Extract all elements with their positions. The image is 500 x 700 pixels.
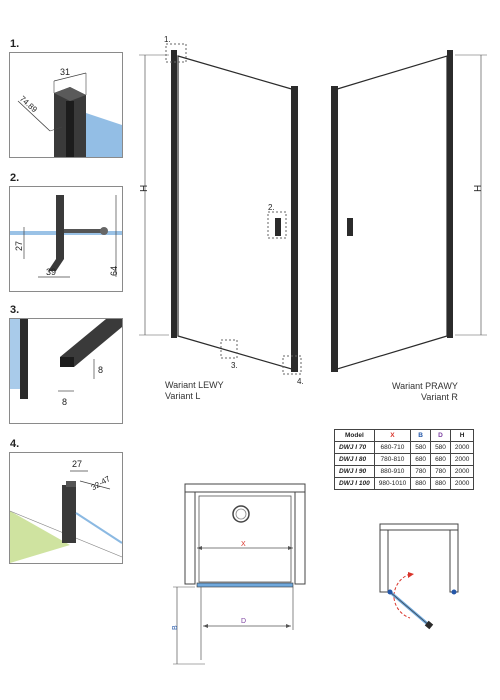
header-model: Model — [334, 429, 375, 442]
variant-right-line1: Wariant PRAWY — [392, 381, 458, 391]
detail-4-dim-b: 32-47 — [90, 474, 113, 492]
variant-right-caption: Wariant PRAWY Variant R — [392, 381, 458, 403]
elevations: H 1. 2. 3. 4. H — [139, 35, 487, 386]
detail-3-panel: 8 8 — [9, 318, 123, 424]
cell-b: 880 — [410, 477, 432, 490]
cell-b: 580 — [410, 441, 432, 454]
shower-tray — [198, 495, 292, 583]
right-height-label: H — [473, 185, 484, 192]
detail-2-dim-c: 64 — [109, 266, 119, 276]
left-wall-profile — [171, 50, 177, 338]
detail-2-panel: 27 39 64 — [9, 186, 123, 292]
callout-box-1 — [165, 43, 187, 63]
table-header-row: Model X B D H — [334, 429, 475, 442]
right-wall-profile — [447, 50, 453, 338]
callout-box-3 — [220, 339, 238, 359]
cell-x: 780-810 — [373, 453, 412, 466]
cell-x: 980-1010 — [373, 477, 412, 490]
detail-3-number: 3. — [10, 304, 20, 316]
variant-left-line1: Wariant LEWY — [165, 380, 224, 390]
cell-d: 680 — [430, 453, 451, 466]
header-b: B — [410, 429, 432, 442]
detail-2-number: 2. — [10, 172, 20, 184]
detail-1-panel: 31 74.89 — [9, 52, 123, 158]
detail-4-drawing: 27 32-47 — [10, 459, 122, 563]
plan-label-d: D — [241, 618, 246, 625]
detail-1-number: 1. — [10, 38, 20, 50]
plan-door — [196, 582, 294, 588]
door-swing-diagram — [379, 523, 459, 630]
cell-b: 680 — [410, 453, 432, 466]
plan-label-b: B — [172, 625, 179, 630]
swing-arrow-icon — [408, 572, 414, 578]
cell-d: 780 — [430, 465, 451, 478]
callout-label-3: 3. — [231, 361, 238, 370]
callout-label-2: 2. — [268, 203, 275, 212]
detail-2-dim-b: 39 — [46, 267, 56, 277]
right-door-panel — [333, 55, 448, 371]
left-door-panel — [177, 55, 296, 371]
table-row: DWJ I 70 680-710 580 580 2000 — [334, 441, 475, 454]
variant-left-caption: Wariant LEWY Variant L — [165, 380, 224, 402]
variant-left-line2: Variant L — [165, 391, 201, 401]
callout-box-2 — [267, 211, 287, 239]
header-d: D — [430, 429, 451, 442]
callout-label-1: 1. — [164, 35, 171, 44]
right-door-edge — [331, 86, 338, 372]
cell-d: 880 — [430, 477, 451, 490]
table-row: DWJ I 90 880-910 780 780 2000 — [334, 465, 475, 478]
swing-hinge-icon — [387, 589, 393, 595]
swing-back-wall — [379, 523, 459, 531]
cell-h: 2000 — [449, 453, 475, 466]
cell-b: 780 — [410, 465, 432, 478]
cell-model: DWJ I 100 — [334, 477, 375, 490]
right-door-handle — [347, 218, 353, 236]
cell-h: 2000 — [449, 477, 475, 490]
model-spec-table: Model X B D H DWJ I 70 680-710 580 580 2… — [334, 429, 475, 490]
table-row: DWJ I 80 780-810 680 680 2000 — [334, 453, 475, 466]
left-door-edge — [291, 86, 298, 372]
detail-2-dim-a: 27 — [14, 241, 24, 251]
detail-3-drawing: 8 8 — [10, 319, 122, 407]
detail-2-drawing: 27 39 64 — [10, 195, 122, 278]
detail-3-dim-a: 8 — [98, 365, 103, 375]
header-x: X — [373, 429, 412, 442]
cell-x: 680-710 — [373, 441, 412, 454]
callout-label-4: 4. — [297, 377, 304, 386]
cell-h: 2000 — [449, 441, 475, 454]
detail-4-number: 4. — [10, 438, 20, 450]
swing-right-wall — [449, 523, 459, 593]
cell-model: DWJ I 90 — [334, 465, 375, 478]
variant-right-line2: Variant R — [420, 392, 458, 402]
table-row: DWJ I 100 980-1010 880 880 2000 — [334, 477, 475, 490]
plan-back-wall — [184, 483, 306, 493]
swing-arc — [393, 573, 411, 599]
cell-h: 2000 — [449, 465, 475, 478]
plan-label-x: X — [241, 541, 246, 548]
detail-4-panel: 27 32-47 — [9, 452, 123, 564]
swing-left-wall — [379, 523, 389, 593]
callout-box-4 — [282, 355, 302, 375]
detail-1-dim-a: 31 — [60, 67, 70, 77]
detail-4-dim-a: 27 — [72, 459, 82, 469]
plan-view: X D B — [172, 483, 306, 665]
swing-handle-icon — [424, 620, 434, 630]
left-height-label: H — [139, 185, 150, 192]
plan-left-wall — [184, 483, 196, 585]
cell-model: DWJ I 70 — [334, 441, 375, 454]
drain-icon — [232, 505, 250, 523]
cell-model: DWJ I 80 — [334, 453, 375, 466]
plan-right-wall — [294, 483, 306, 585]
cell-d: 580 — [430, 441, 451, 454]
detail-1-drawing: 31 74.89 — [17, 67, 122, 157]
header-h: H — [449, 429, 475, 442]
detail-3-dim-b: 8 — [62, 397, 67, 407]
cell-x: 880-910 — [373, 465, 412, 478]
left-door-handle — [275, 218, 281, 236]
